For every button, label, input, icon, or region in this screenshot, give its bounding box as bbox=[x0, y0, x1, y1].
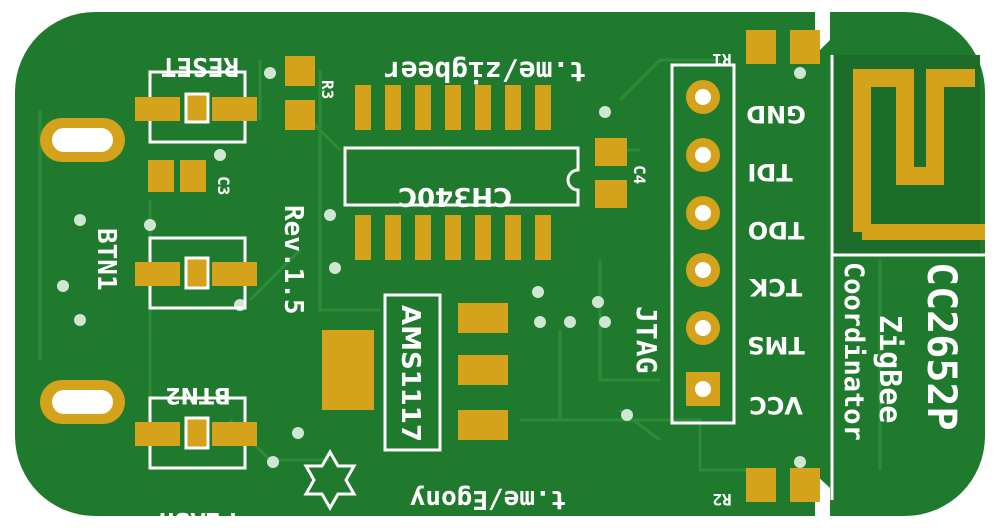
label-r2: R2 bbox=[712, 490, 731, 509]
label-tdo: TDO bbox=[748, 216, 805, 244]
label-coordinator: Coordinator bbox=[838, 262, 869, 441]
ch340c-chip bbox=[343, 85, 580, 260]
antenna-trace bbox=[853, 69, 975, 232]
label-rev: Rev.1.5 bbox=[278, 205, 308, 315]
label-reset: RESET bbox=[161, 51, 239, 81]
r3-pad-top bbox=[285, 56, 315, 86]
jtag-header bbox=[670, 63, 736, 425]
ams1117-regulator bbox=[322, 293, 508, 452]
star-logo bbox=[303, 448, 357, 512]
label-vcc: VCC bbox=[749, 391, 803, 419]
label-r1: R1 bbox=[712, 50, 731, 69]
r3-pad-bottom bbox=[285, 100, 315, 130]
c4-pad-top bbox=[595, 138, 627, 166]
btn1-footprint bbox=[135, 236, 257, 310]
label-gnd: GND bbox=[746, 100, 806, 128]
label-tdi: TDI bbox=[747, 158, 792, 186]
r2-pad-right bbox=[790, 468, 820, 502]
btn2-footprint bbox=[135, 396, 257, 470]
reset-button-footprint bbox=[135, 70, 257, 144]
c3-pad-right bbox=[180, 160, 206, 192]
label-egony: t.me/Egony bbox=[410, 484, 567, 514]
label-tck: TCK bbox=[748, 273, 802, 301]
r1-pad-left bbox=[746, 30, 776, 64]
label-c3: C3 bbox=[214, 176, 233, 195]
label-btn2: BTN2 bbox=[165, 382, 231, 407]
label-ch340c: CH340C bbox=[398, 181, 512, 211]
cc2652p-module-outline bbox=[830, 55, 985, 500]
vias bbox=[57, 67, 806, 468]
label-c4: C4 bbox=[630, 165, 649, 184]
r2-pad-left bbox=[746, 468, 776, 502]
r1-pad-right bbox=[790, 30, 820, 64]
label-flash: FLASH bbox=[159, 506, 237, 528]
label-zigbeer: t.me/zigbeer bbox=[384, 55, 586, 88]
label-zigbee: ZigBee bbox=[872, 315, 907, 423]
label-r3: R3 bbox=[318, 80, 337, 99]
board-outline bbox=[15, 12, 985, 516]
c4-pad-bottom bbox=[595, 180, 627, 208]
label-jtag: JTAG bbox=[630, 306, 663, 373]
label-tms: TMS bbox=[747, 331, 805, 359]
c3-pad-left bbox=[148, 160, 174, 192]
label-cc2652p: CC2652P bbox=[918, 262, 964, 431]
label-btn1: BTN1 bbox=[91, 228, 121, 291]
label-ams1117: AMS1117 bbox=[395, 305, 425, 442]
